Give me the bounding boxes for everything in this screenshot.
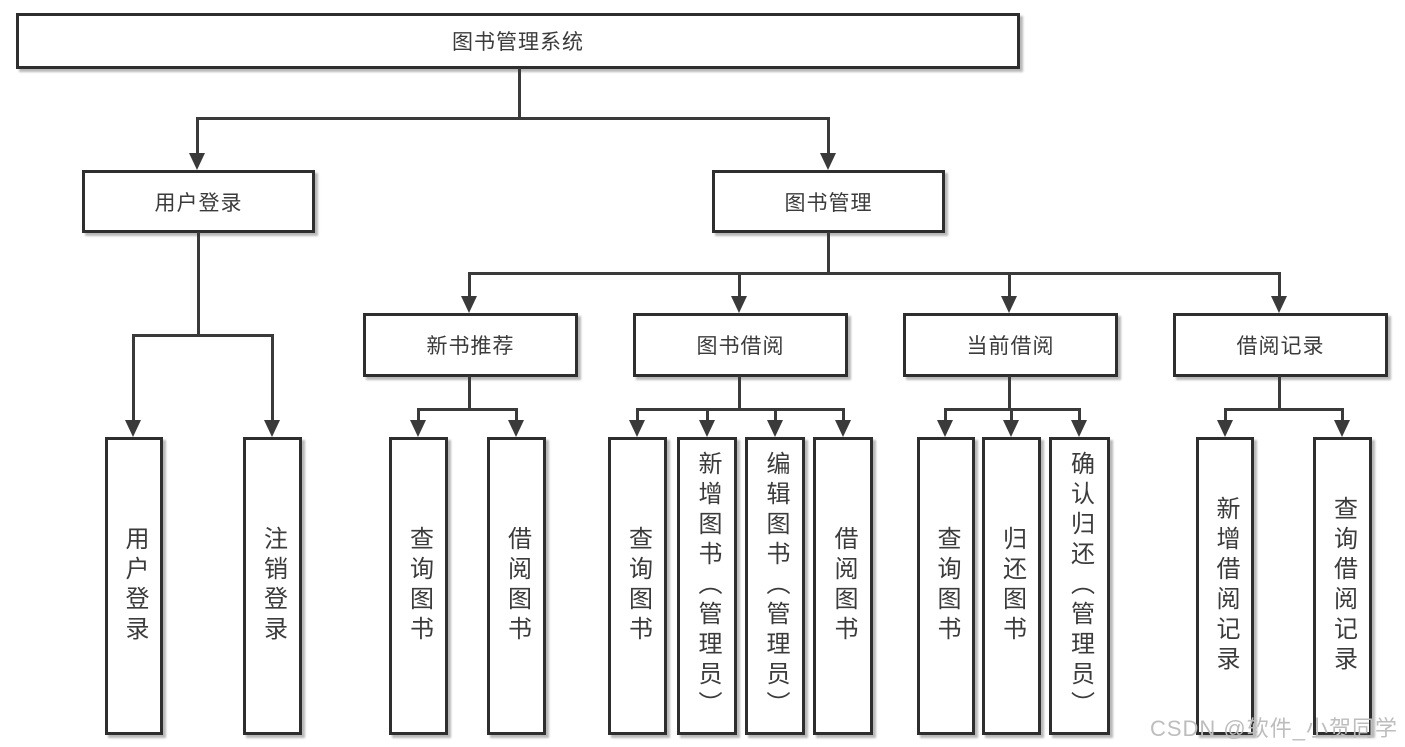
node-current-borrowing: 当前借阅 [903,313,1118,377]
arrow-down-icon [1334,420,1350,437]
node-borrow-records: 借阅记录 [1173,313,1388,377]
connector-hline [468,272,1281,275]
arrow-down-icon [1217,420,1233,437]
connector-vline [1224,408,1227,422]
connector-vline [197,232,200,336]
connector-hline [1224,408,1344,411]
arrow-down-icon [1271,296,1287,313]
node-user-login-label: 用户登录 [154,191,243,215]
node-new-book-recommend-label: 新书推荐 [426,335,515,358]
node-book-management: 图书管理 [712,170,945,233]
connector-vline [468,272,471,298]
connector-vline [738,376,741,410]
connector-vline [842,408,845,422]
leaf-query-borrow-record-label: 查询借阅记录 [1329,496,1357,676]
leaf-add-borrow-record: 新增借阅记录 [1196,437,1254,735]
leaf-return-books-label: 归还图书 [998,526,1026,646]
connector-vline [132,334,135,422]
node-book-management-label: 图书管理 [784,191,873,215]
connector-vline [1078,408,1081,422]
connector-hline [636,408,845,411]
connector-vline [417,408,420,422]
node-root-label: 图书管理系统 [452,31,584,54]
leaf-add-books-admin-label: 新增图书（管理员） [694,451,721,721]
leaf-query-books-current-label: 查询图书 [933,526,960,646]
arrow-down-icon [820,153,836,170]
connector-vline [518,68,521,119]
node-book-borrowing: 图书借阅 [633,313,848,377]
connector-vline [515,408,518,422]
leaf-query-books-current: 查询图书 [917,437,975,735]
leaf-add-books-admin: 新增图书（管理员） [677,437,737,735]
arrow-down-icon [835,420,851,437]
arrow-down-icon [767,420,783,437]
leaf-query-borrow-record: 查询借阅记录 [1313,437,1372,735]
connector-vline [196,117,199,154]
leaf-user-login: 用户登录 [105,437,163,735]
connector-vline [1341,408,1344,422]
connector-vline [1008,376,1011,410]
arrow-down-icon [937,420,953,437]
node-borrow-records-label: 借阅记录 [1236,335,1325,358]
connector-vline [271,334,274,422]
arrow-down-icon [699,420,715,437]
leaf-edit-books-admin-label: 编辑图书（管理员） [762,451,789,721]
leaf-query-books-recommend: 查询图书 [389,437,448,735]
leaf-return-books: 归还图书 [982,437,1041,735]
leaf-borrow-books-recommend-label: 借阅图书 [503,526,531,646]
node-root: 图书管理系统 [16,13,1020,69]
connector-vline [1010,408,1013,422]
connector-hline [196,117,830,120]
arrow-down-icon [189,153,205,170]
connector-hline [132,334,274,337]
connector-vline [1278,376,1281,410]
leaf-confirm-return-admin-label: 确认归还（管理员） [1066,451,1094,721]
arrow-down-icon [461,296,477,313]
arrow-down-icon [125,420,141,437]
connector-vline [1278,272,1281,298]
leaf-logout: 注销登录 [243,437,302,735]
leaf-user-login-label: 用户登录 [121,526,148,646]
leaf-add-borrow-record-label: 新增借阅记录 [1212,496,1239,676]
arrow-down-icon [1003,420,1019,437]
arrow-down-icon [731,296,747,313]
leaf-query-books-recommend-label: 查询图书 [405,526,433,646]
arrow-down-icon [1071,420,1087,437]
node-new-book-recommend: 新书推荐 [363,313,578,377]
connector-vline [738,272,741,298]
node-current-borrowing-label: 当前借阅 [966,335,1055,358]
arrow-down-icon [1001,296,1017,313]
connector-vline [774,408,777,422]
leaf-query-books-borrowing: 查询图书 [608,437,667,735]
csdn-watermark: CSDN @软件_小贺同学 [1149,716,1398,741]
connector-vline [468,376,471,410]
connector-vline [636,408,639,422]
arrow-down-icon [264,420,280,437]
leaf-edit-books-admin: 编辑图书（管理员） [745,437,805,735]
node-book-borrowing-label: 图书借阅 [696,335,785,358]
connector-vline [706,408,709,422]
leaf-borrow-books-recommend: 借阅图书 [487,437,546,735]
leaf-borrow-books-label: 借阅图书 [830,526,857,646]
node-user-login: 用户登录 [82,170,315,233]
leaf-confirm-return-admin: 确认归还（管理员） [1049,437,1110,735]
leaf-logout-label: 注销登录 [259,526,287,646]
leaf-borrow-books: 借阅图书 [813,437,873,735]
arrow-down-icon [508,420,524,437]
connector-vline [827,117,830,154]
connector-vline [944,408,947,422]
arrow-down-icon [410,420,426,437]
leaf-query-books-borrowing-label: 查询图书 [624,526,652,646]
connector-vline [827,232,830,274]
arrow-down-icon [629,420,645,437]
connector-hline [417,408,518,411]
connector-vline [1008,272,1011,298]
